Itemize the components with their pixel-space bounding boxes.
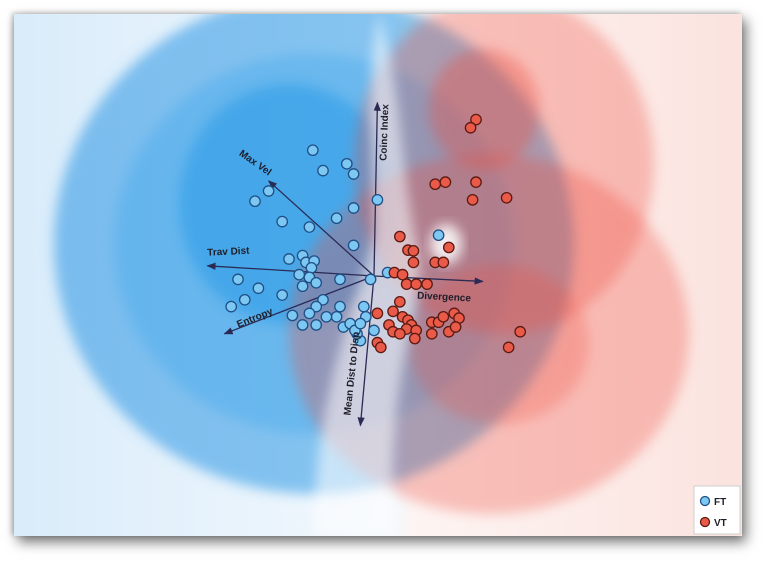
point-ft-43: [432, 229, 445, 242]
point-ft-6: [330, 212, 343, 225]
point-vt-19: [393, 295, 406, 308]
point-ft-0: [306, 144, 319, 157]
point-ft-25: [276, 289, 289, 301]
point-ft-21: [252, 282, 265, 295]
point-ft-2: [340, 157, 353, 170]
point-vt-15: [396, 268, 409, 281]
point-vt-41: [408, 332, 421, 345]
point-ft-7: [249, 195, 261, 208]
point-ft-1: [317, 164, 329, 177]
point-ft-29: [330, 310, 343, 323]
point-ft-31: [296, 319, 309, 331]
point-ft-4: [371, 193, 384, 206]
point-ft-22: [232, 273, 244, 286]
point-ft-19: [296, 280, 309, 293]
point-vt-31: [437, 310, 450, 323]
point-ft-9: [303, 221, 316, 233]
point-ft-40: [354, 317, 367, 330]
point-ft-46: [303, 307, 316, 320]
point-vt-13: [442, 241, 455, 254]
loading-arrow-trav-dist: [206, 262, 375, 277]
point-vt-18: [421, 278, 433, 291]
point-vt-9: [407, 244, 420, 257]
loading-arrow-entropy: [223, 275, 375, 335]
point-ft-27: [310, 300, 323, 313]
point-vt-6: [500, 191, 513, 204]
point-vt-12: [437, 256, 450, 269]
point-vt-20: [387, 305, 399, 318]
point-vt-10: [407, 256, 420, 269]
legend-vt-marker: [699, 516, 711, 528]
point-vt-17: [410, 278, 423, 291]
point-vt-16: [400, 278, 413, 291]
point-ft-41: [364, 273, 377, 286]
point-ft-47: [368, 324, 380, 337]
point-vt-5: [466, 193, 479, 206]
legend-vt-label: VT: [714, 518, 727, 529]
loading-label-trav-dist: Trav Dist: [207, 246, 250, 259]
legend-ft-marker: [699, 495, 711, 507]
loading-label-coinc-index: Coinc Index: [378, 104, 391, 161]
point-vt-0: [470, 113, 482, 126]
point-vt-40: [374, 341, 387, 354]
point-ft-30: [286, 309, 299, 322]
point-ft-34: [357, 300, 370, 313]
point-vt-42: [371, 307, 384, 320]
point-ft-24: [225, 300, 238, 313]
point-ft-45: [320, 310, 333, 323]
point-vt-38: [502, 341, 515, 354]
decision-background: [14, 14, 742, 536]
point-ft-28: [334, 300, 346, 313]
loading-arrow-coinc-index: [373, 101, 381, 277]
point-ft-3: [347, 168, 360, 180]
point-ft-8: [276, 215, 289, 228]
point-vt-7: [393, 230, 406, 243]
point-ft-20: [334, 273, 346, 286]
point-ft-23: [238, 293, 251, 306]
point-vt-3: [439, 176, 452, 189]
loading-label-divergence: Divergence: [417, 291, 472, 305]
loading-arrow-mean-dist-to-disp: [357, 275, 375, 427]
point-vt-27: [393, 327, 406, 340]
point-vt-4: [470, 176, 482, 189]
loading-arrow-max-vel: [267, 180, 375, 277]
point-ft-32: [310, 319, 323, 331]
point-vt-37: [514, 325, 527, 338]
point-vt-36: [449, 321, 462, 333]
point-ft-16: [293, 268, 306, 281]
point-vt-2: [429, 178, 442, 191]
legend-box: [693, 485, 741, 535]
point-ft-26: [317, 293, 329, 306]
legend-ft-label: FT: [714, 497, 726, 508]
point-vt-1: [464, 121, 477, 134]
legend: FT VT: [693, 485, 741, 535]
data-points: [225, 113, 527, 354]
point-ft-10: [347, 239, 360, 252]
point-ft-18: [310, 276, 323, 289]
point-ft-15: [305, 261, 318, 274]
point-ft-11: [283, 253, 295, 265]
point-vt-35: [425, 327, 438, 340]
point-ft-5: [347, 202, 360, 214]
point-ft-44: [262, 185, 275, 197]
